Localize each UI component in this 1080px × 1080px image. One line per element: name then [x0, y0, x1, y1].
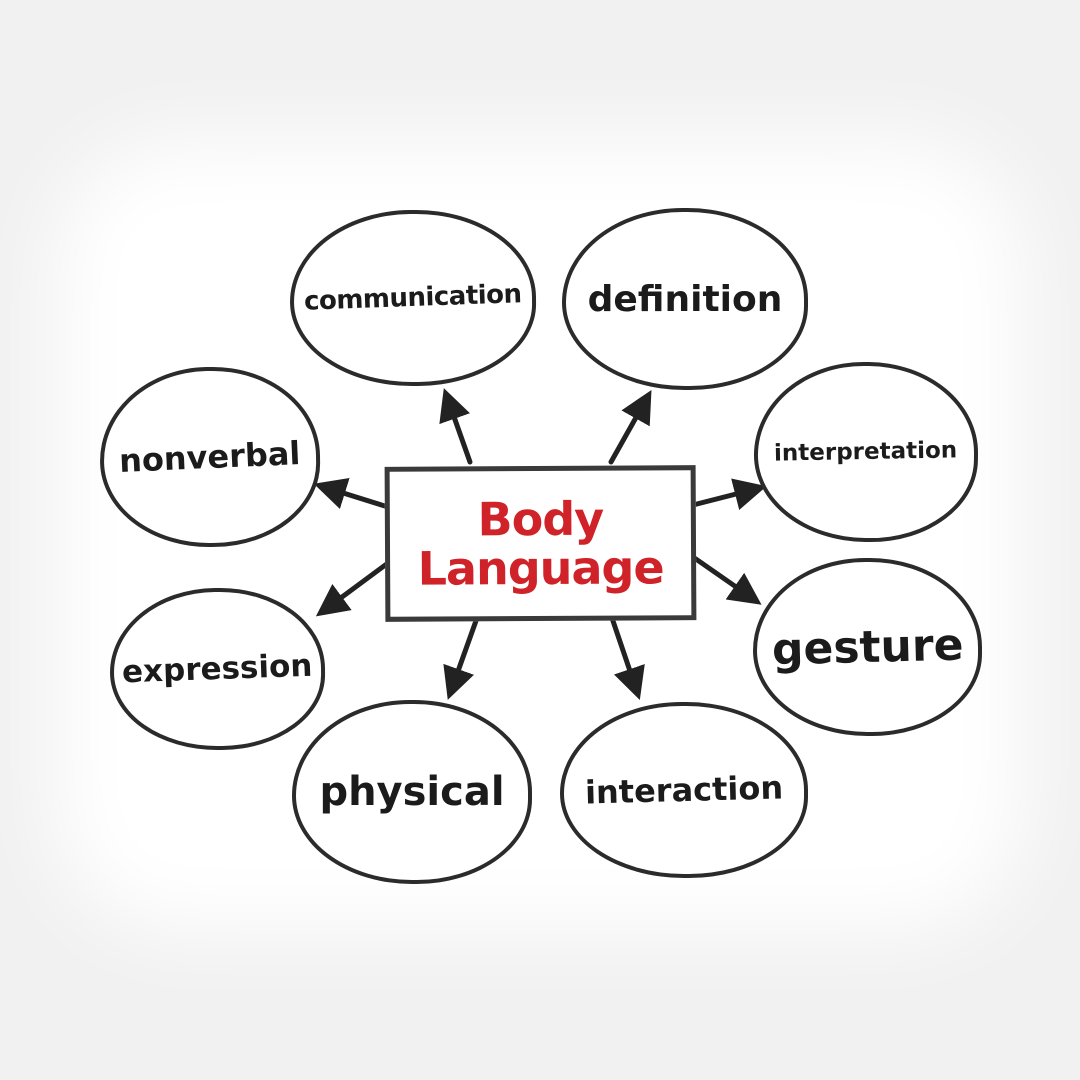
node-gesture: gesture [753, 558, 982, 736]
node-definition: definition [562, 208, 808, 390]
arrow-expression [315, 560, 391, 617]
node-nonverbal: nonverbal [98, 365, 322, 549]
arrow-interpretation [690, 478, 767, 510]
arrow-nonverbal [313, 477, 391, 510]
node-nonverbal-label: nonverbal [118, 434, 302, 480]
center-topic: Body Language [384, 465, 697, 622]
node-interpretation-label: interpretation [774, 437, 958, 467]
center-topic-line1: Body [477, 491, 604, 547]
node-communication-label: communication [303, 279, 523, 317]
node-gesture-label: gesture [771, 619, 964, 675]
arrow-physical [443, 615, 480, 700]
node-physical: physical [292, 700, 532, 884]
node-interaction: interaction [560, 702, 808, 878]
arrow-gesture [690, 554, 762, 605]
node-expression-label: expression [121, 647, 314, 691]
node-physical-label: physical [319, 769, 505, 815]
node-communication: communication [289, 208, 537, 388]
node-interaction-label: interaction [584, 768, 784, 812]
arrow-interaction [609, 615, 645, 701]
node-definition-label: definition [587, 278, 783, 320]
arrow-communication [439, 388, 473, 465]
node-expression: expression [109, 587, 326, 751]
node-interpretation: interpretation [753, 361, 979, 543]
arrow-definition [608, 390, 652, 465]
center-topic-line2: Language [417, 539, 664, 596]
